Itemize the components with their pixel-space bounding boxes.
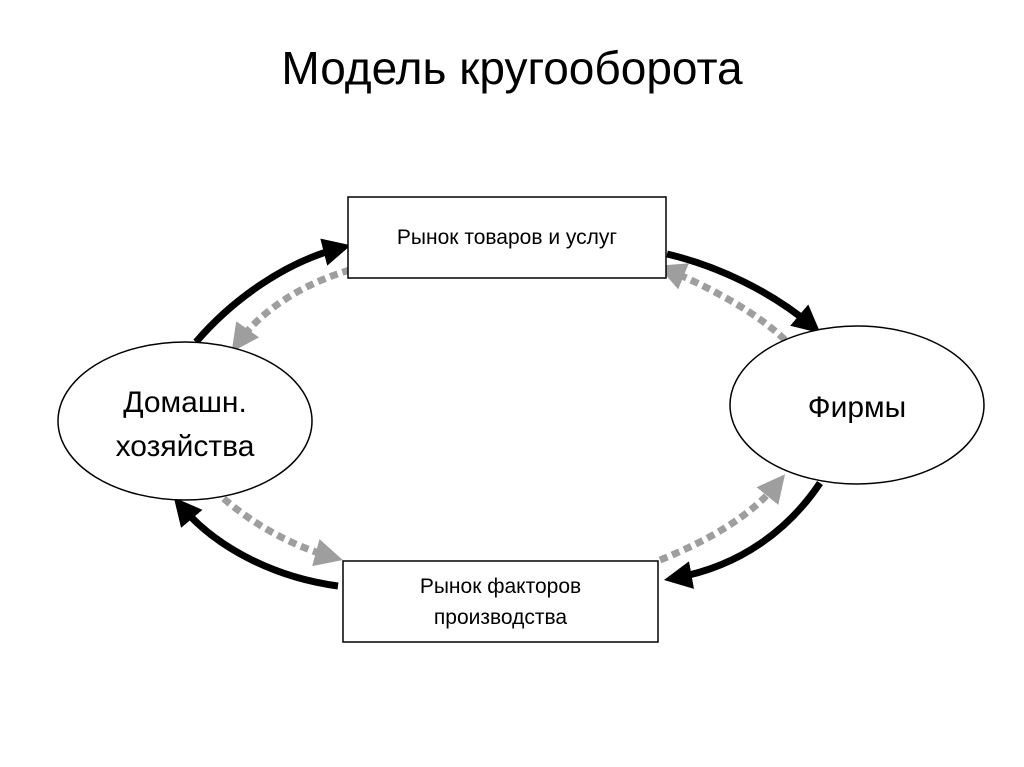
diagram-title: Модель кругооборота <box>281 42 743 94</box>
goods-market-text: Рынок товаров и услуг <box>396 226 618 249</box>
goods-market-box <box>347 196 667 279</box>
money-households-to-factors-market <box>211 487 343 567</box>
households-label: Домашн. хозяйства <box>58 381 312 469</box>
firms-label: Фирмы <box>730 386 984 430</box>
households-line-2: хозяйства <box>115 430 255 463</box>
firms-ellipse <box>729 325 985 485</box>
money-factors-market-to-firms <box>658 474 786 564</box>
factors-market-line-2: производства <box>433 606 568 629</box>
flow-firms-to-factors-market <box>663 481 823 589</box>
flow-factors-market-to-households <box>173 497 339 590</box>
households-ellipse <box>57 341 313 501</box>
factors-market-box <box>342 560 659 643</box>
flow-goods-market-to-firms <box>666 250 821 334</box>
money-firms-to-goods-market <box>657 263 788 343</box>
households-line-1: Домашн. <box>123 386 247 419</box>
firms-text: Фирмы <box>807 391 907 424</box>
factors-market-line-1: Рынок факторов <box>419 575 582 598</box>
flow-households-to-goods-market <box>193 238 351 345</box>
goods-market-label: Рынок товаров и услуг <box>348 222 666 253</box>
factors-market-label: Рынок факторов производства <box>343 571 658 633</box>
money-goods-market-to-households <box>231 266 351 353</box>
